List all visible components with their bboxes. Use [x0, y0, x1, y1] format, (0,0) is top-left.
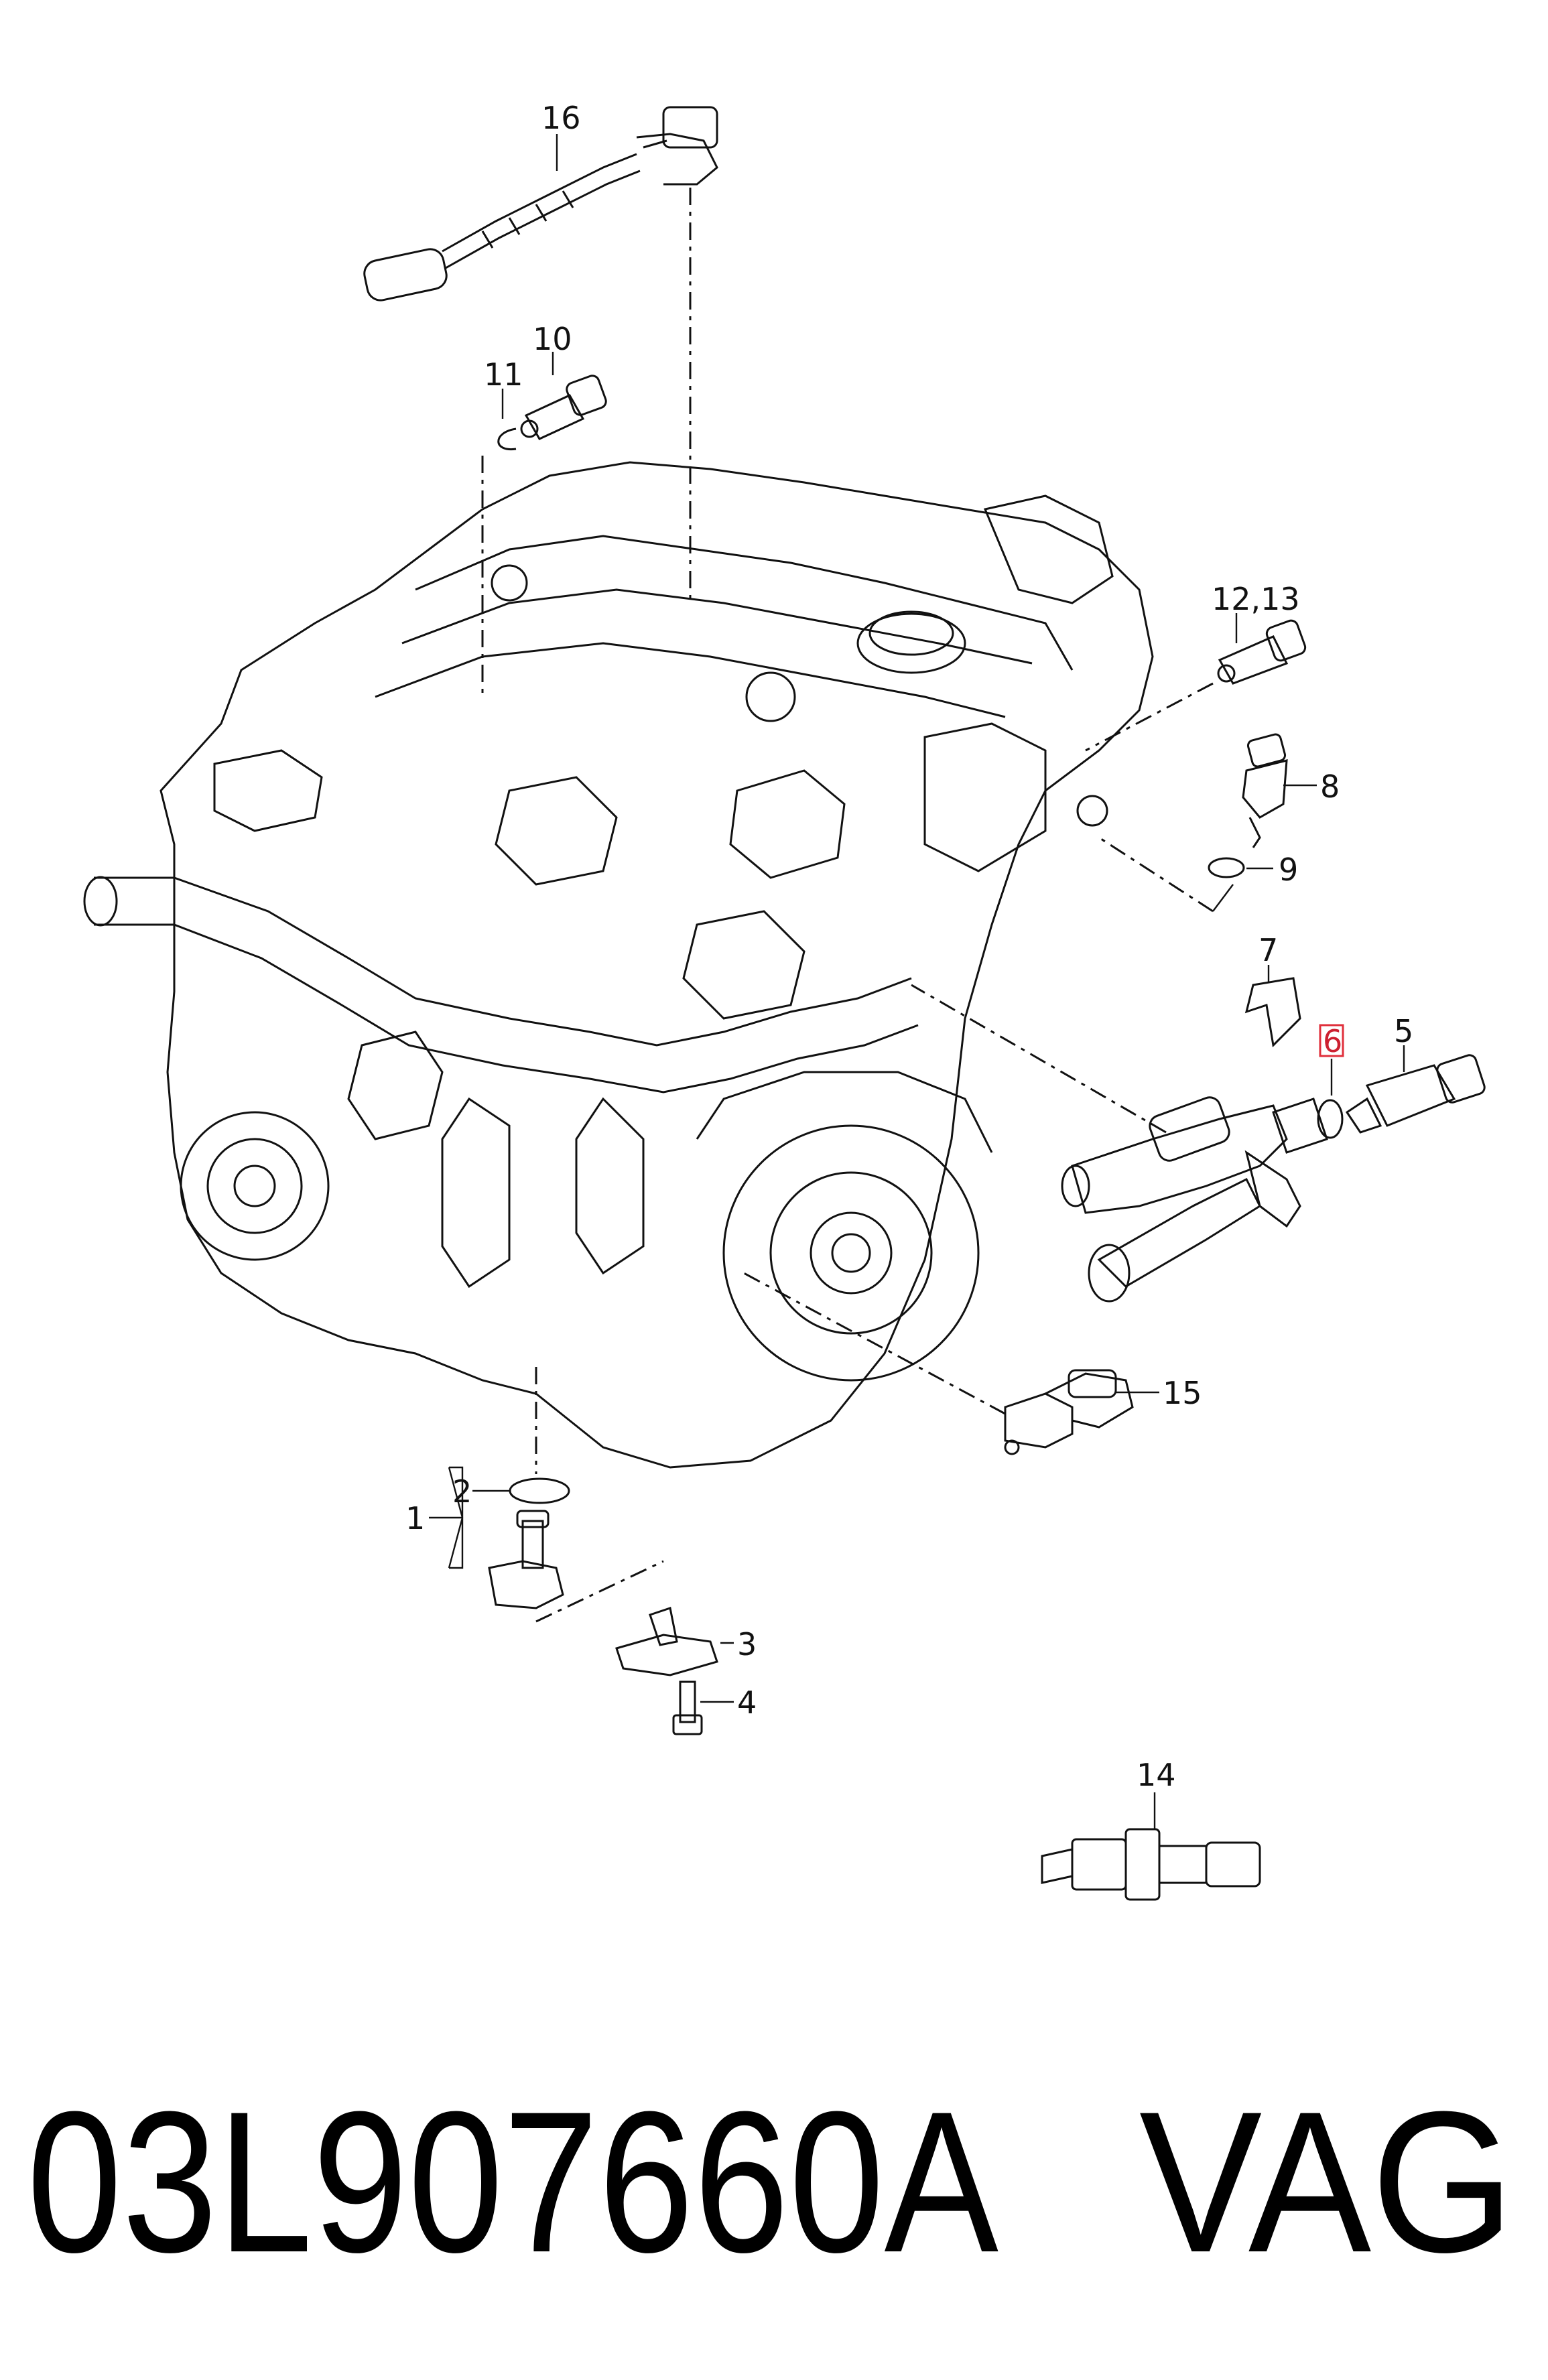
- callout-4: 4: [737, 1684, 757, 1721]
- callout-2: 2: [452, 1473, 472, 1510]
- coolant-flange-drawing: [1061, 1096, 1328, 1303]
- brand-label: VAG: [1139, 2069, 1514, 2294]
- callout-labels: 16 10 11 12,13 8 9 7 6 5 15 2 1 3 4 14: [405, 100, 1413, 1793]
- callout-5: 5: [1394, 1013, 1413, 1049]
- part-16-sensor-drawing: [363, 106, 718, 302]
- callout-6-highlight: [1319, 1024, 1344, 1057]
- part-5-sender-drawing: [1345, 1054, 1486, 1134]
- callout-12-13: 12,13: [1212, 581, 1300, 617]
- part-12-13-sender-drawing: [1217, 619, 1307, 685]
- callout-3: 3: [737, 1626, 757, 1662]
- part-11-clip-drawing: [497, 427, 517, 451]
- callout-15: 15: [1163, 1375, 1202, 1411]
- callout-1: 1: [405, 1500, 425, 1536]
- callout-14: 14: [1137, 1757, 1176, 1793]
- part-8-sender-drawing: [1242, 733, 1288, 848]
- callout-9: 9: [1279, 852, 1298, 888]
- callout-7: 7: [1259, 932, 1278, 968]
- leader-lines: [429, 134, 1405, 1829]
- part-6-o-ring-drawing: [1317, 1099, 1344, 1139]
- part-9-o-ring-drawing: [1208, 857, 1245, 878]
- callout-10: 10: [533, 321, 572, 357]
- part-number: 03L907660A: [27, 2069, 999, 2294]
- callout-16: 16: [541, 100, 581, 136]
- part-15-sensor-drawing: [1004, 1369, 1134, 1455]
- callout-8: 8: [1320, 769, 1340, 805]
- callout-11: 11: [484, 356, 523, 393]
- callout-6: 6: [1323, 1023, 1342, 1059]
- engine-assembly-drawing: [83, 461, 1154, 1469]
- part-14-sender-drawing: [1041, 1828, 1261, 1901]
- part-7-clip-drawing: [1244, 977, 1301, 1048]
- part-3-bracket-drawing: [615, 1607, 718, 1676]
- part-1-sensor-drawing: [488, 1510, 564, 1609]
- part-10-sender-drawing: [520, 375, 607, 440]
- part-4-bolt-drawing: [672, 1680, 703, 1735]
- part-2-o-ring-drawing: [509, 1477, 570, 1504]
